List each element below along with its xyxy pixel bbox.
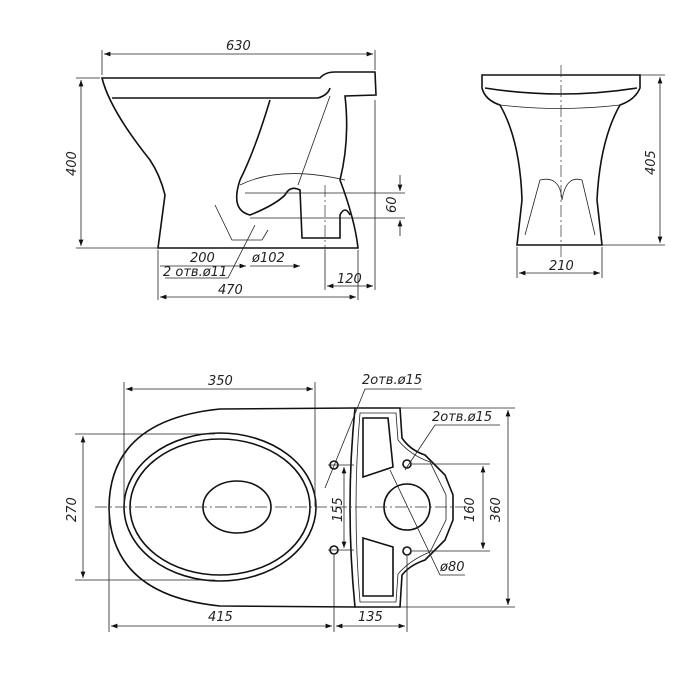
mount-holes-label: 2 отв.ø11 <box>163 265 227 280</box>
front-view: 210 405 <box>481 65 665 278</box>
dim-160: 160 <box>463 497 478 522</box>
dim-270: 270 <box>65 497 80 522</box>
inlet-diameter-label: ø80 <box>439 560 465 575</box>
top-view: 350 415 135 2отв.ø15 2отв.ø15 ø80 270 15… <box>65 373 515 632</box>
side-profile <box>100 71 377 249</box>
dim-470: 470 <box>218 283 243 298</box>
dim-350: 350 <box>208 374 233 389</box>
dim-630: 630 <box>226 39 251 54</box>
left-holes-label: 2отв.ø15 <box>362 373 422 388</box>
dim-135: 135 <box>358 610 383 625</box>
dim-155: 155 <box>331 497 346 522</box>
dim-200: 200 <box>190 251 215 266</box>
dim-120: 120 <box>337 272 362 287</box>
mount-hole <box>402 459 412 469</box>
tank-outline <box>349 407 454 608</box>
dim-60: 60 <box>385 196 400 213</box>
dim-415: 415 <box>208 610 233 625</box>
dim-360: 360 <box>489 497 504 522</box>
dim-210: 210 <box>549 259 574 274</box>
bowl-outline <box>108 407 356 608</box>
dim-400: 400 <box>65 151 80 176</box>
trap-channel <box>235 99 351 239</box>
right-holes-label: 2отв.ø15 <box>432 410 492 425</box>
dim-405: 405 <box>644 150 659 175</box>
dim-outlet-diameter: ø102 <box>251 251 285 266</box>
mount-hole <box>402 546 412 556</box>
side-view: 200 ø102 2 отв.ø11 470 120 630 400 60 <box>65 39 405 300</box>
